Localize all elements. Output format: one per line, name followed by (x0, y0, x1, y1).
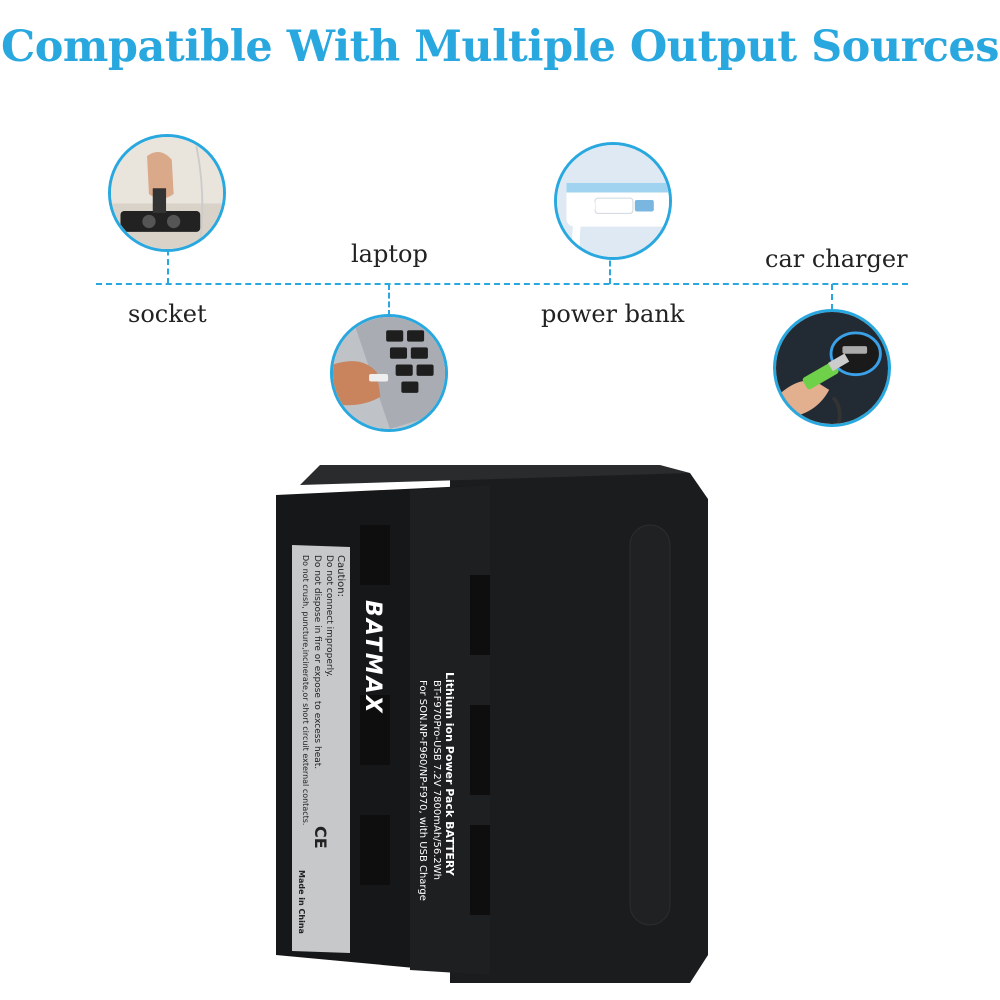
caution-line-2: Do not dispose in fire or expose to exce… (312, 555, 322, 770)
socket-label: socket (128, 300, 207, 328)
battery-brand: BATMAX (360, 600, 385, 715)
made-in-label: Made in China (297, 870, 306, 934)
car-charger-stem (831, 284, 833, 310)
laptop-label: laptop (351, 240, 428, 268)
socket-photo-icon (108, 134, 226, 252)
connector-line (96, 283, 908, 285)
ce-mark: CE (311, 826, 330, 849)
caution-line-3: Do not crush, puncture,incinerate,or sho… (301, 555, 310, 826)
laptop-photo-icon (330, 314, 448, 432)
page-title: Compatible With Multiple Output Sources (1, 22, 1000, 72)
caution-title: Caution: (335, 555, 346, 597)
car-charger-label: car charger (765, 245, 908, 273)
power-bank-photo-icon (554, 142, 672, 260)
car-charger-photo-icon (773, 309, 891, 427)
socket-stem (167, 240, 169, 284)
laptop-stem (388, 284, 390, 316)
battery-product-image (260, 455, 720, 985)
battery-model: BT-F970Pro-USB 7.2V 7800mAh/56.2Wh (431, 680, 442, 881)
battery-title: Lithium ion Power Pack BATTERY (443, 672, 456, 876)
power-bank-stem (609, 243, 611, 284)
caution-line-1: Do not connect improperly. (324, 555, 334, 677)
battery-compat: For SON.NP-F960/NP-F970, with USB Charge (417, 680, 428, 901)
power-bank-label: power bank (541, 300, 685, 328)
